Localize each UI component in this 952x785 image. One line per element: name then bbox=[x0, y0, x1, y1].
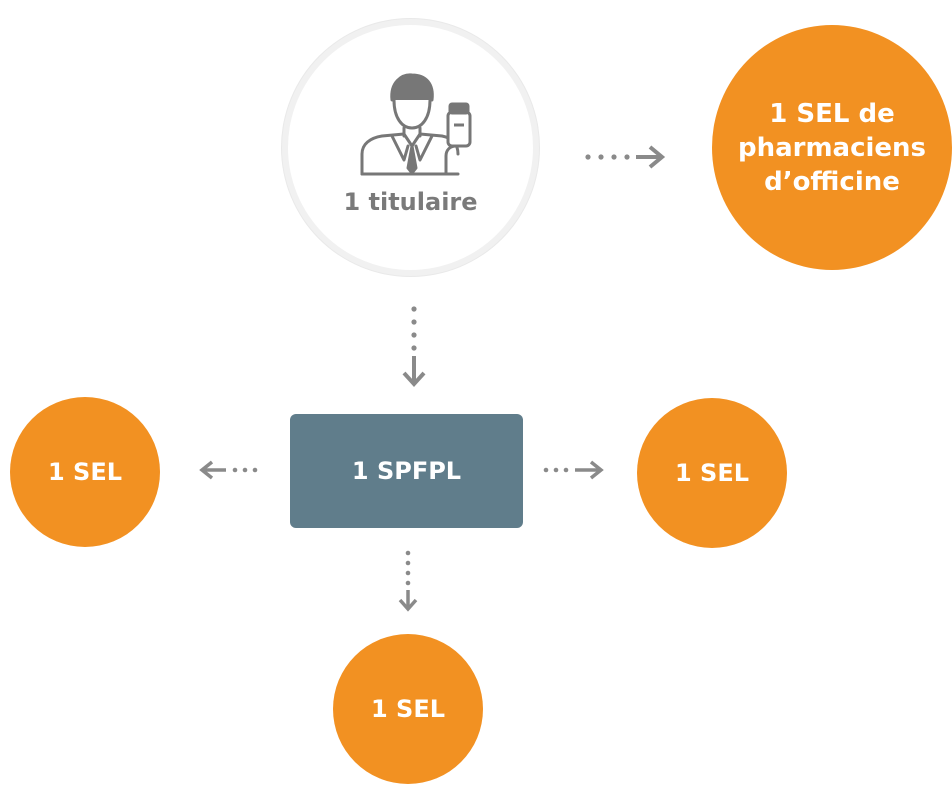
spfpl-label: 1 SPFPL bbox=[351, 457, 462, 485]
sel-bottom-node: 1 SEL bbox=[333, 634, 483, 784]
titulaire-node: 1 titulaire bbox=[288, 25, 533, 270]
sel-right-label: 1 SEL bbox=[674, 459, 750, 487]
sel-officine-line-1: 1 SEL de bbox=[769, 98, 895, 129]
arrow-spfpl-to-sel-right bbox=[543, 460, 604, 480]
arrow-titulaire-to-sel-officine bbox=[585, 145, 666, 169]
sel-officine-line-2: pharmaciens bbox=[737, 132, 927, 163]
arrow-spfpl-to-sel-left bbox=[199, 460, 258, 480]
sel-officine-line-3: d’officine bbox=[764, 166, 900, 197]
sel-officine-label: 1 SEL de pharmaciens d’officine bbox=[738, 97, 926, 199]
pharmacist-icon bbox=[360, 72, 471, 175]
sel-left-node: 1 SEL bbox=[10, 397, 160, 547]
arrow-titulaire-to-spfpl bbox=[402, 306, 426, 387]
sel-officine-node: 1 SEL de pharmaciens d’officine bbox=[712, 25, 952, 270]
sel-right-node: 1 SEL bbox=[637, 398, 787, 548]
sel-bottom-label: 1 SEL bbox=[370, 695, 446, 723]
spfpl-node: 1 SPFPL bbox=[290, 414, 523, 528]
titulaire-label: 1 titulaire bbox=[343, 187, 478, 216]
arrow-spfpl-to-sel-bottom bbox=[398, 550, 418, 612]
sel-left-label: 1 SEL bbox=[47, 458, 123, 486]
